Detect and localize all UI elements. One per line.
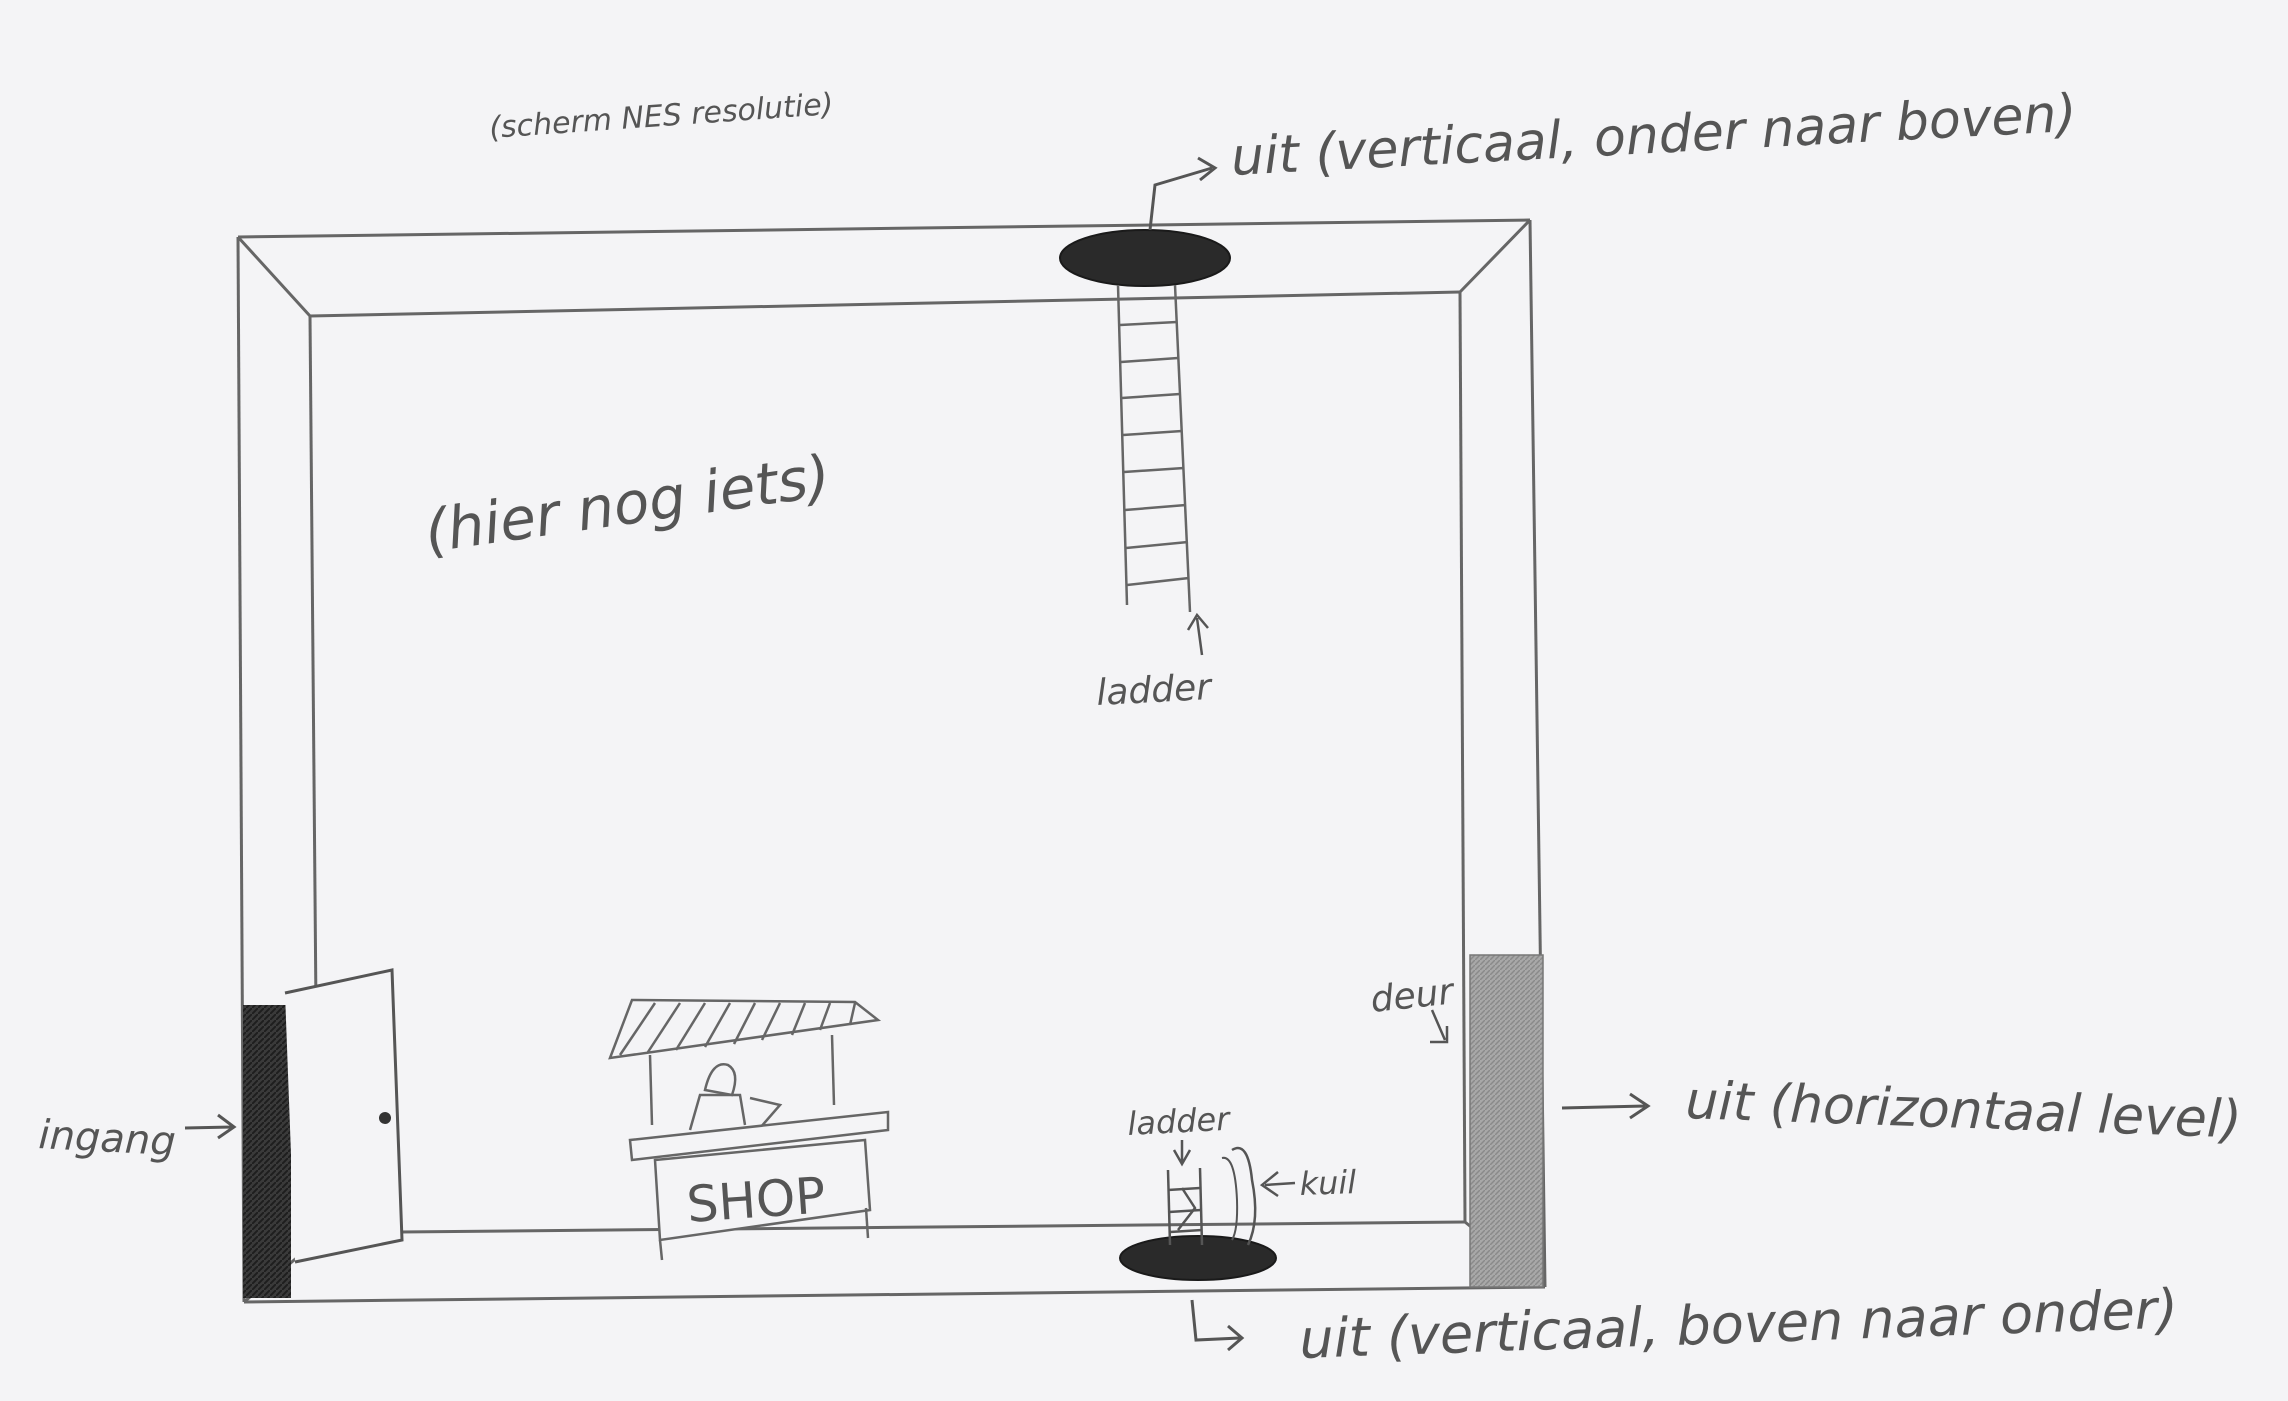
right-exit-arrow: [1562, 1094, 1648, 1118]
exit-bottom-label: uit (verticaal, boven naar onder): [1298, 1277, 2179, 1371]
door-arrow: [1430, 1010, 1447, 1042]
shop-label: SHOP: [685, 1166, 828, 1234]
room-outer-frame: [238, 220, 1545, 1302]
ladder-top-label: ladder: [1095, 667, 1214, 714]
hole-arrow: [1262, 1172, 1295, 1196]
top-hole: [1060, 230, 1230, 286]
bottom-ladder-arrow: [1174, 1140, 1190, 1164]
exit-top-label: uit (verticaal, onder naar boven): [1230, 84, 2079, 188]
right-door: [1470, 955, 1543, 1287]
exit-right-label: uit (horizontaal level): [1685, 1071, 2243, 1150]
hole-label: kuil: [1299, 1163, 1357, 1203]
entrance-label: ingang: [37, 1112, 176, 1165]
entrance-door: [243, 970, 402, 1298]
top-ladder: [1118, 285, 1190, 612]
bottom-hole: [1120, 1236, 1276, 1280]
room-inner-frame: [238, 220, 1545, 1302]
placeholder-label: (hier nog iets): [420, 442, 834, 566]
bottom-exit-arrow: [1192, 1300, 1242, 1350]
top-ladder-arrow: [1188, 615, 1208, 655]
hole-outline-inner: [1222, 1158, 1237, 1240]
bottom-ladder: [1168, 1168, 1202, 1245]
ladder-bottom-label: ladder: [1126, 1100, 1232, 1143]
door-label: deur: [1369, 971, 1458, 1021]
entrance-arrow: [185, 1115, 234, 1138]
screen-note-label: (scherm NES resolutie): [488, 87, 834, 146]
